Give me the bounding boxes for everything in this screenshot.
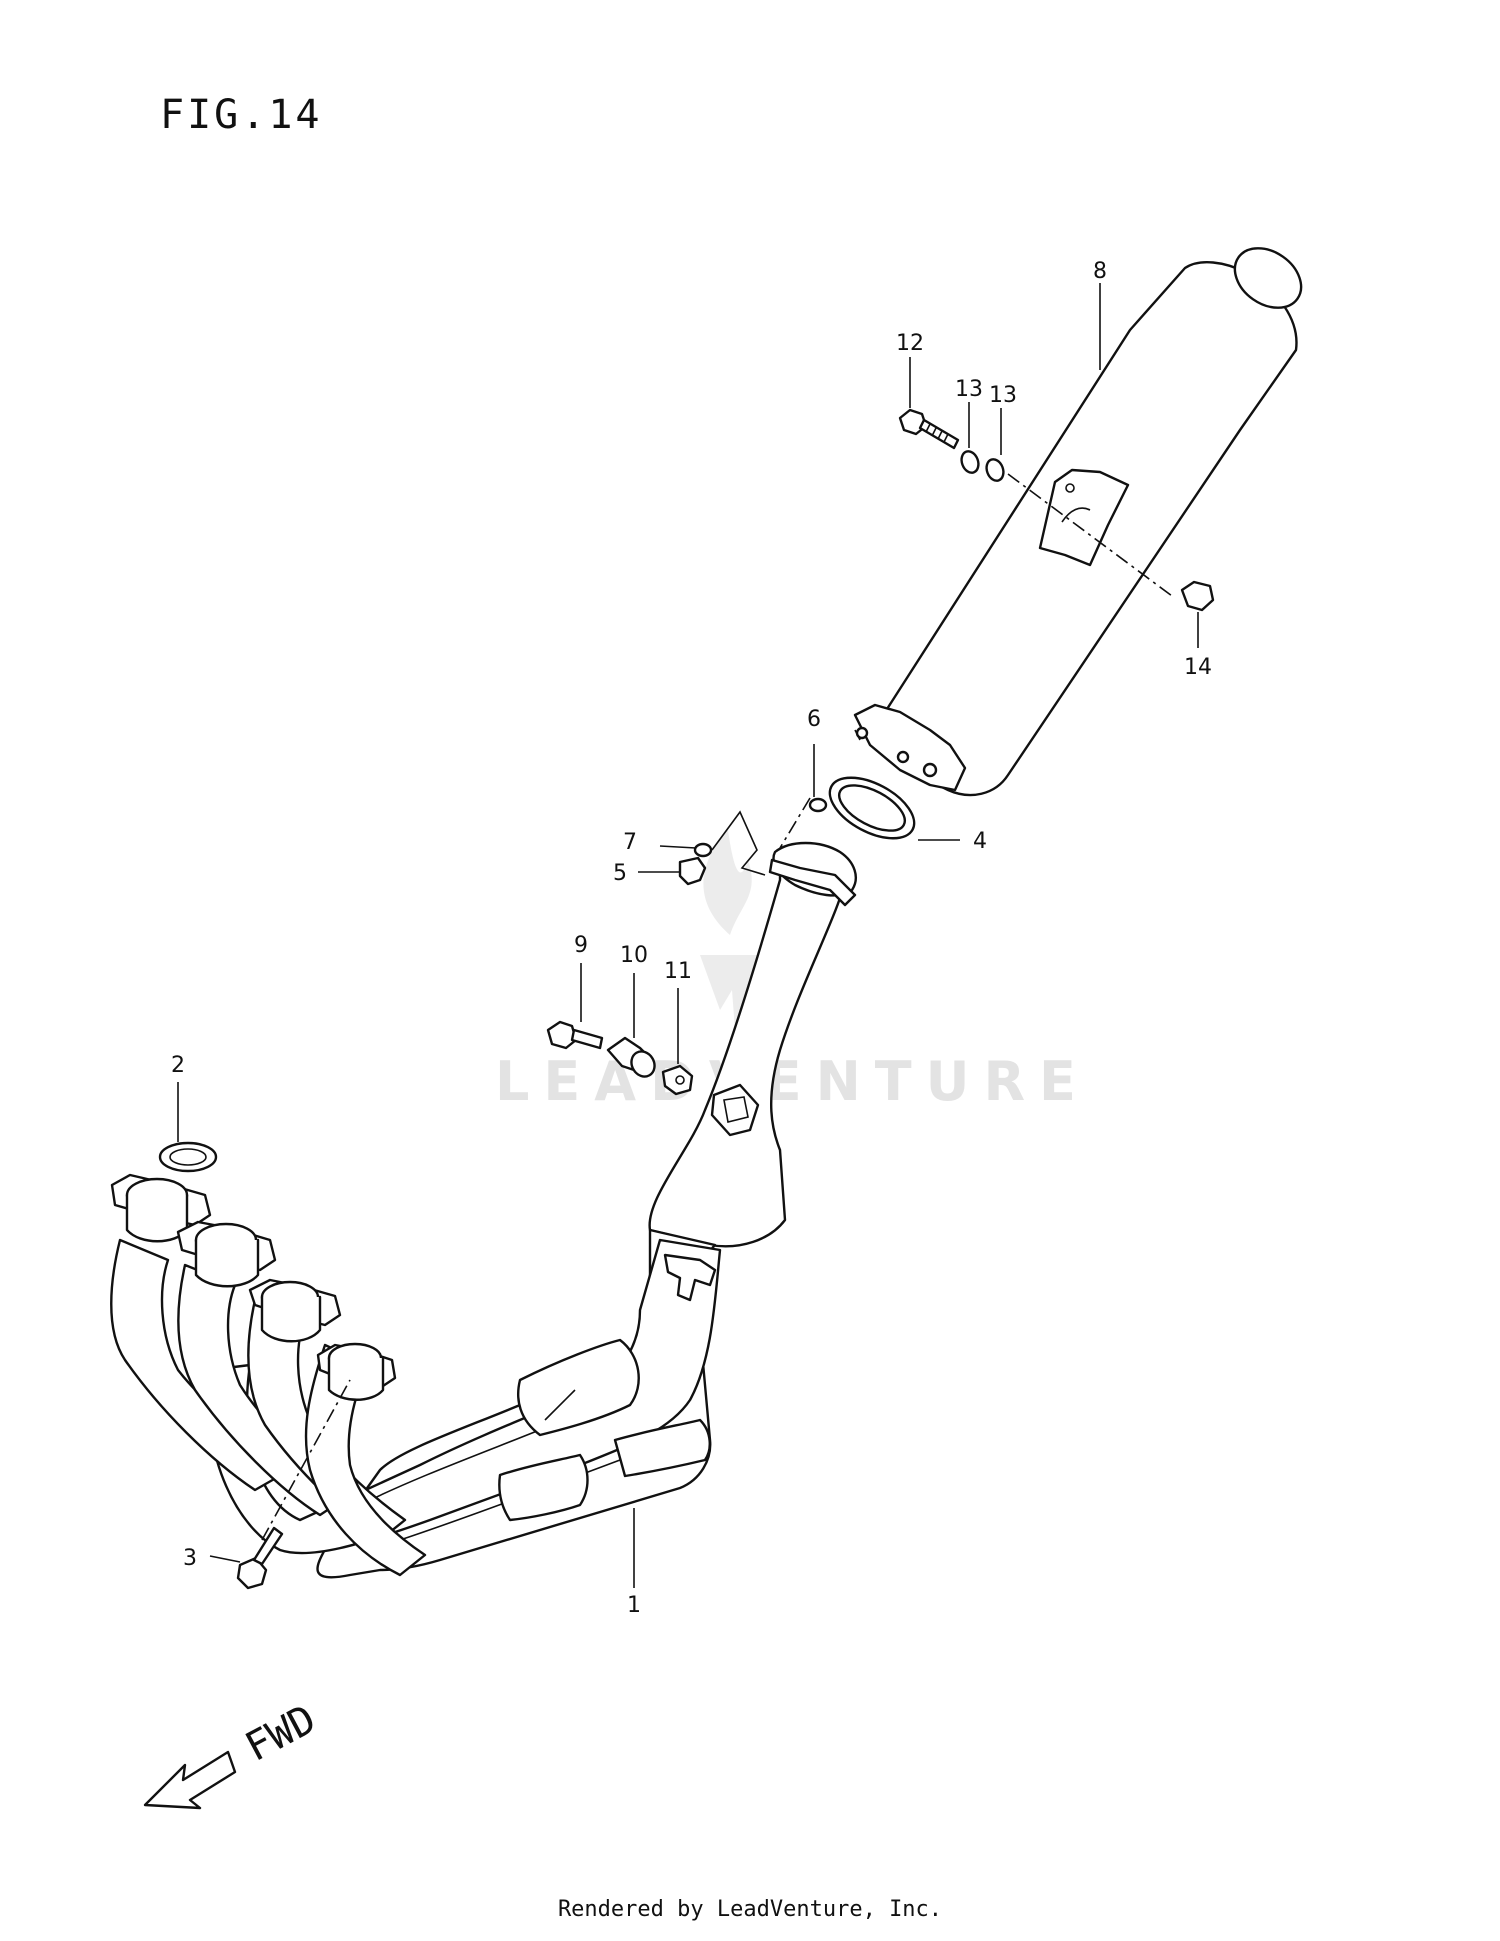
callout-12: 12 — [896, 331, 924, 356]
forward-arrow-icon: FWD — [143, 1696, 323, 1810]
callout-4: 4 — [973, 829, 987, 854]
callout-5: 5 — [613, 861, 627, 886]
nut-5 — [678, 856, 707, 886]
gasket-ring — [828, 776, 916, 840]
callout-6: 6 — [807, 707, 821, 732]
callout-8: 8 — [1093, 259, 1107, 284]
callout-1: 1 — [627, 1593, 641, 1618]
callout-7: 7 — [623, 830, 637, 855]
callout-13a: 13 — [955, 377, 983, 402]
fwd-label: FWD — [238, 1696, 323, 1771]
watermark-text: LEADVENTURE — [495, 1050, 1090, 1113]
muffler — [853, 247, 1303, 797]
callout-9: 9 — [574, 933, 588, 958]
gasket-2 — [158, 1141, 218, 1173]
footer-credit: Rendered by LeadVenture, Inc. — [557, 1897, 943, 1922]
washer-6 — [808, 797, 828, 813]
exhaust-pipe-assembly — [110, 841, 857, 1579]
bolt-3 — [236, 1526, 284, 1590]
washer-7 — [693, 842, 713, 858]
bracket-hardware — [546, 1020, 694, 1096]
callout-3: 3 — [183, 1546, 197, 1571]
callout-10: 10 — [620, 943, 648, 968]
callout-2: 2 — [171, 1053, 185, 1078]
callout-13b: 13 — [989, 383, 1017, 408]
callout-11: 11 — [664, 959, 692, 984]
figure-title: FIG.14 — [160, 92, 323, 138]
mount-hardware — [898, 408, 1215, 612]
callout-14: 14 — [1184, 655, 1212, 680]
